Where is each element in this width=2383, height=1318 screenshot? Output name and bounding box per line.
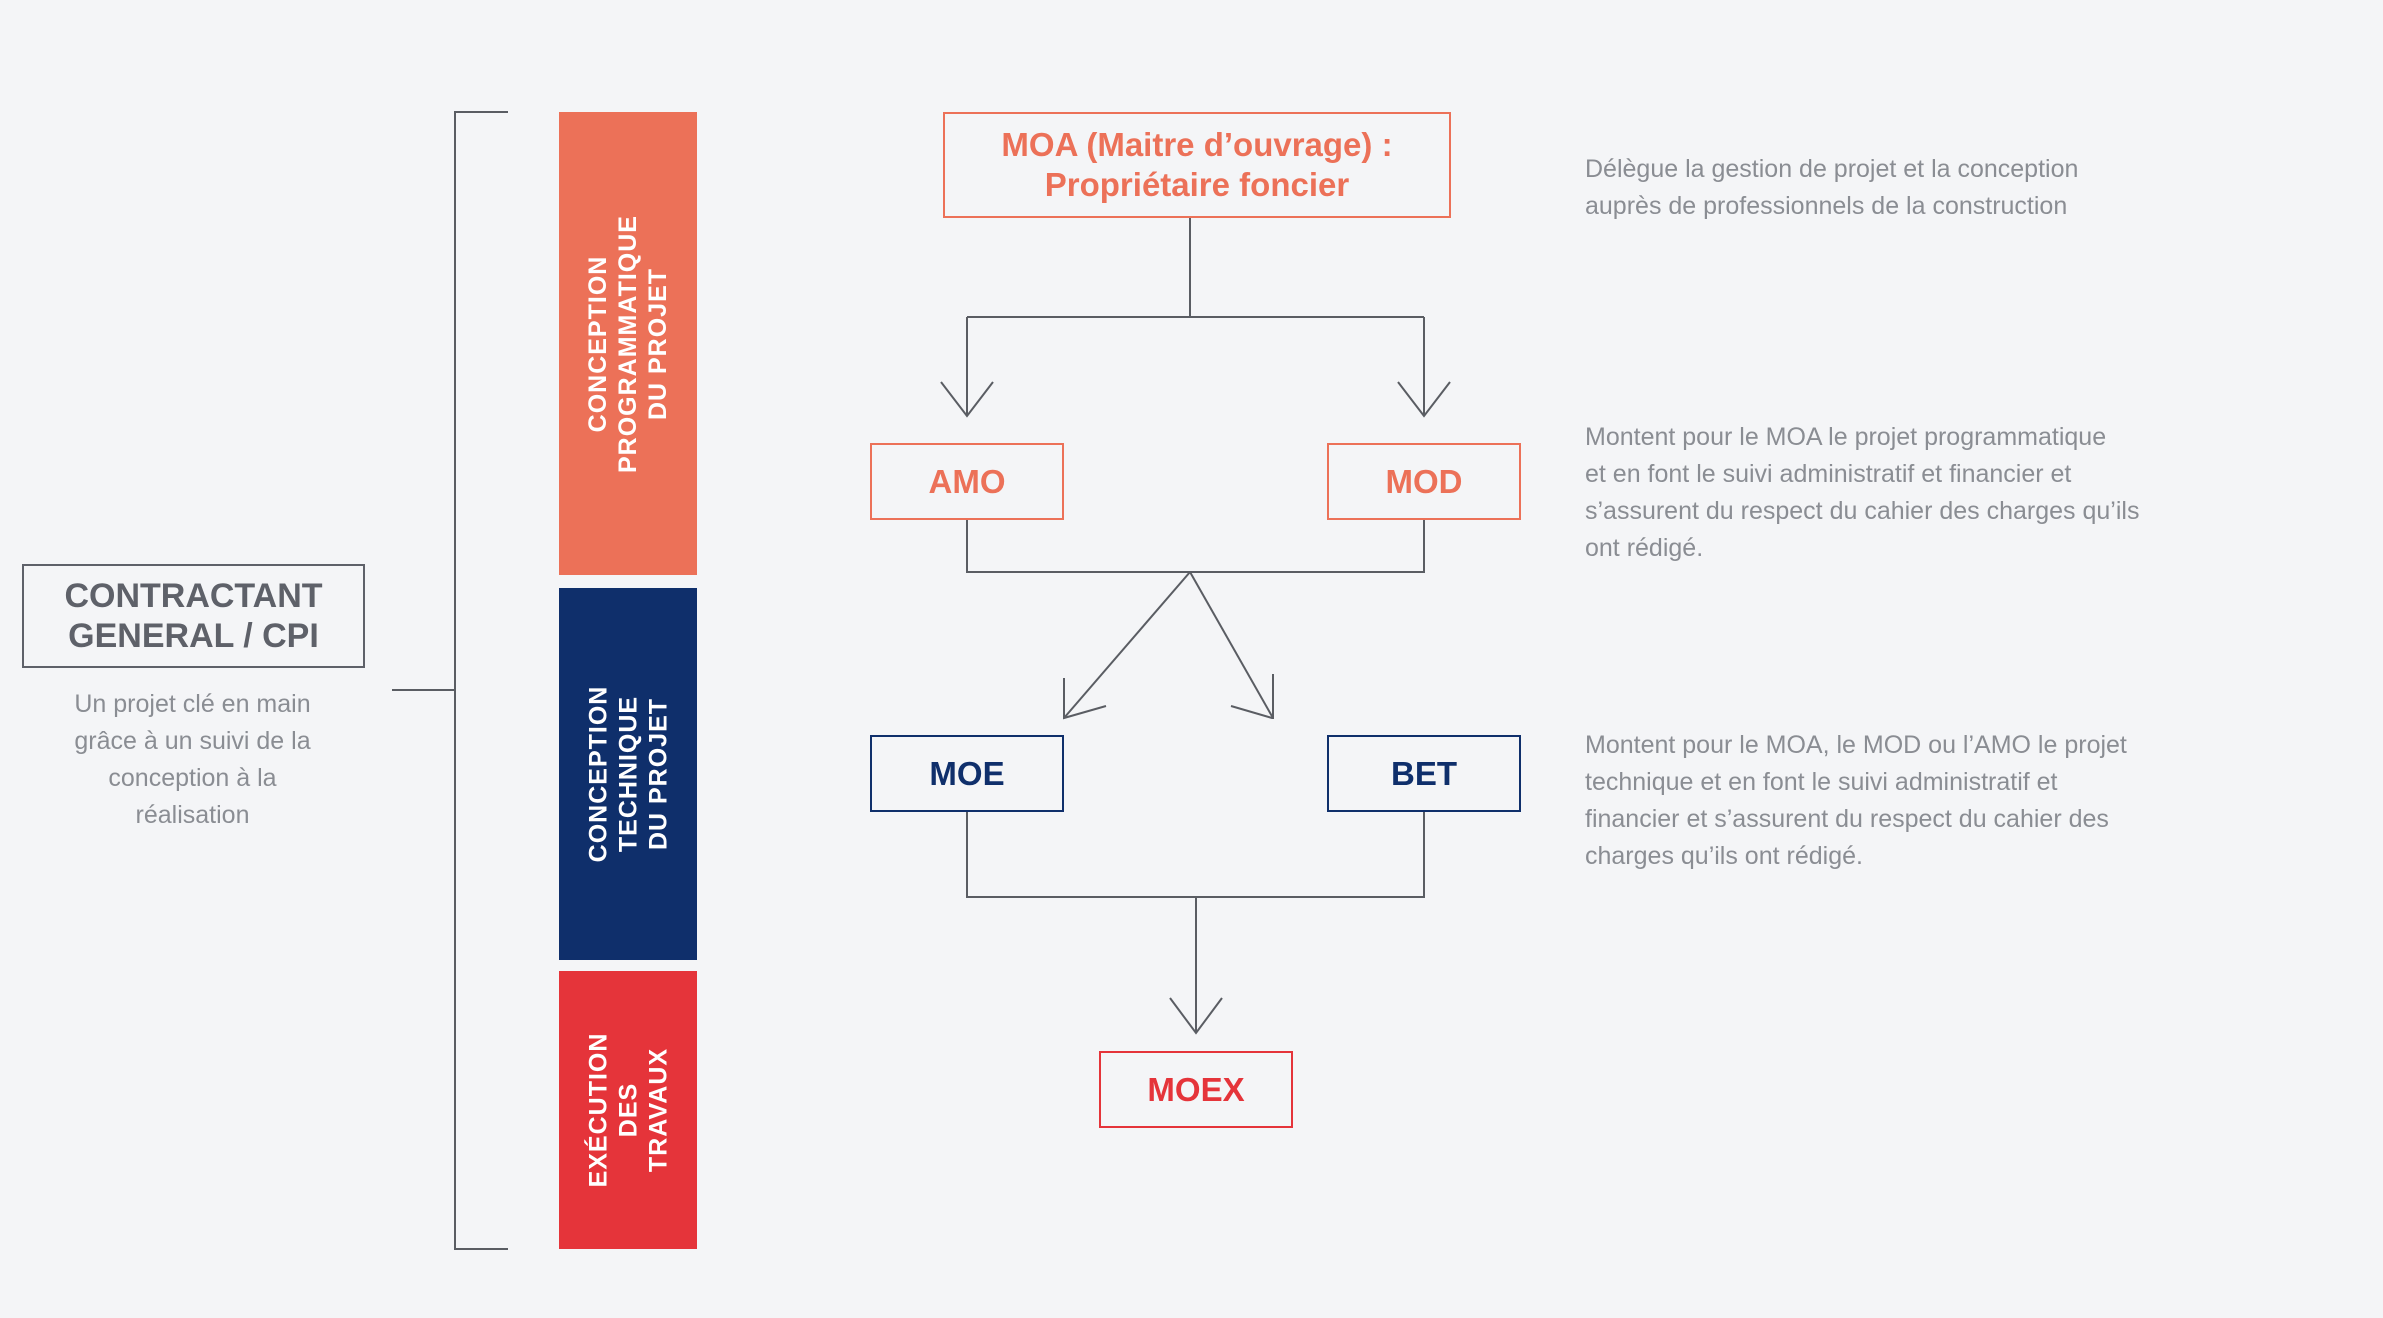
moa-description: Délègue la gestion de projet et la conce… [1585, 155, 2079, 220]
mod-arrowhead [1397, 381, 1451, 418]
phase-bracket [454, 111, 508, 1250]
amo-mod-merge-line [966, 520, 1425, 573]
amo-arrowhead [940, 381, 994, 418]
moa-label: MOA (Maitre d’ouvrage) : Propriétaire fo… [1001, 126, 1393, 203]
amo-box: AMO [870, 443, 1064, 520]
contractant-general-title: CONTRACTANT GENERAL / CPI [64, 577, 323, 655]
amo-mod-description: Montent pour le MOA le projet programmat… [1585, 423, 2140, 562]
moex-arrowhead [1169, 997, 1223, 1035]
moa-box: MOA (Maitre d’ouvrage) : Propriétaire fo… [943, 112, 1451, 218]
moex-box: MOEX [1099, 1051, 1293, 1128]
contractant-general-description: Un projet clé en main grâce à un suivi d… [74, 690, 311, 829]
moe-label: MOE [929, 754, 1005, 792]
phase-execution-travaux: EXÉCUTION DES TRAVAUX [559, 971, 697, 1249]
phase-execution-travaux-label: EXÉCUTION DES TRAVAUX [584, 1032, 673, 1188]
moe-arrowhead [1063, 678, 1107, 720]
moa-split-line [966, 218, 1425, 416]
phase-conception-technique: CONCEPTION TECHNIQUE DU PROJET [559, 588, 697, 960]
bet-arrowhead [1230, 674, 1274, 719]
moe-bet-description: Montent pour le MOA, le MOD ou l’AMO le … [1585, 731, 2127, 870]
bet-label: BET [1391, 754, 1457, 792]
merge-to-bet-line [1189, 571, 1274, 719]
moe-bet-merge-line [966, 812, 1425, 898]
contractant-general-box: CONTRACTANT GENERAL / CPI [22, 564, 365, 668]
phase-conception-programmatique-label: CONCEPTION PROGRAMMATIQUE DU PROJET [584, 214, 673, 473]
mod-label: MOD [1385, 462, 1463, 500]
bet-box: BET [1327, 735, 1521, 812]
moe-box: MOE [870, 735, 1064, 812]
merge-to-moe-line [1063, 571, 1191, 719]
mod-box: MOD [1327, 443, 1521, 520]
phase-conception-programmatique: CONCEPTION PROGRAMMATIQUE DU PROJET [559, 112, 697, 575]
phase-conception-technique-label: CONCEPTION TECHNIQUE DU PROJET [584, 685, 672, 863]
amo-label: AMO [928, 462, 1006, 500]
moex-label: MOEX [1147, 1070, 1245, 1108]
